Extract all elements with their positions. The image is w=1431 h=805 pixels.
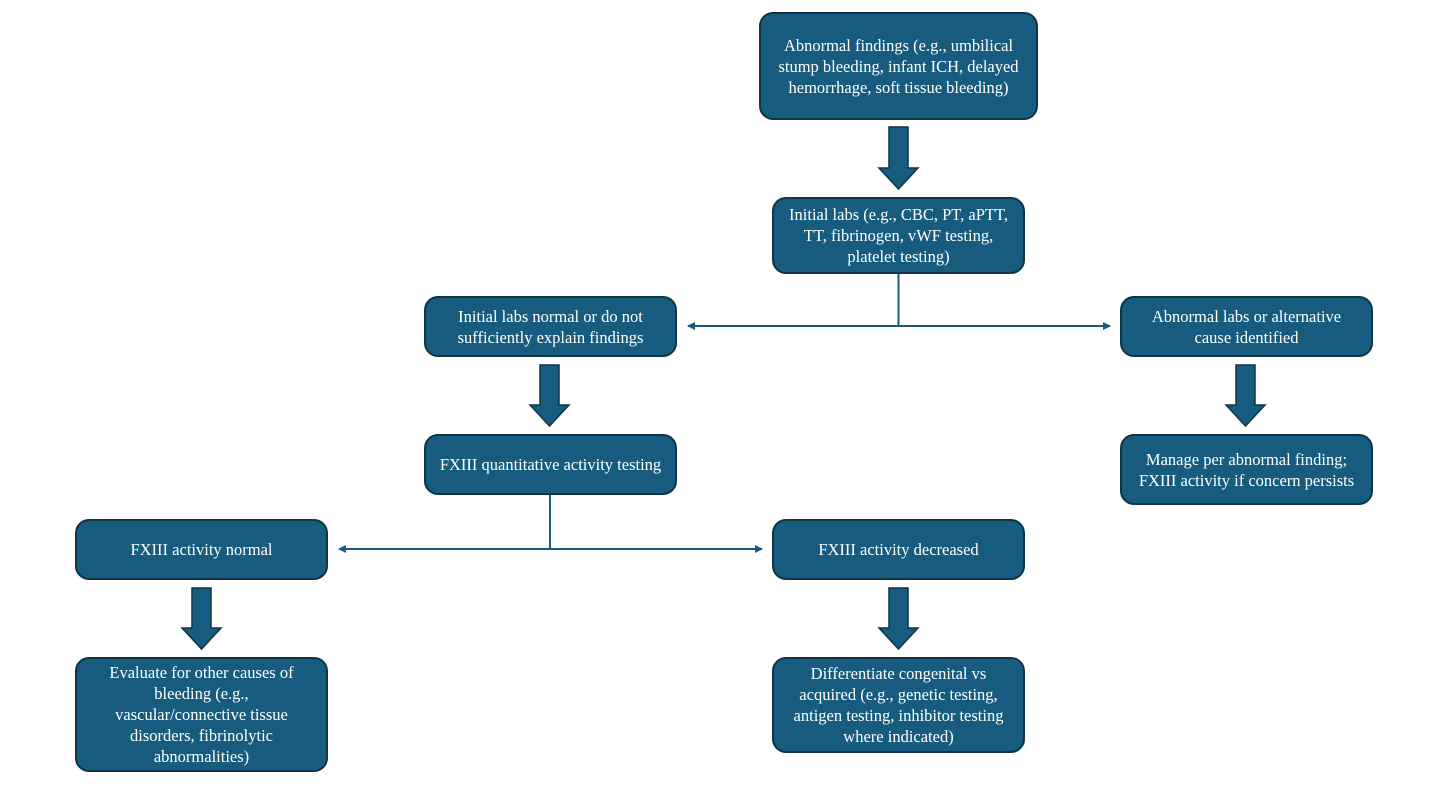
node-fxiii-normal-label: FXIII activity normal [130,540,273,559]
node-differentiate-label: Differentiate congenital vs acquired (e.… [793,664,1004,746]
node-manage-abnormal: Manage per abnormal finding; FXIII activ… [1120,434,1373,505]
block-arrow-findings-to-labs [877,126,920,191]
node-manage-abnormal-label: Manage per abnormal finding; FXIII activ… [1138,449,1355,490]
node-differentiate: Differentiate congenital vs acquired (e.… [772,657,1025,753]
node-evaluate-other-label: Evaluate for other causes of bleeding (e… [109,663,294,766]
block-arrow-normal-to-fxiii-testing [528,364,571,428]
node-fxiii-testing-label: FXIII quantitative activity testing [439,455,662,474]
node-abnormal-findings-label: Abnormal findings (e.g., umbilical stump… [778,35,1019,97]
node-initial-labs: Initial labs (e.g., CBC, PT, aPTT, TT, f… [772,197,1025,274]
node-fxiii-decreased: FXIII activity decreased [772,519,1025,580]
node-abnormal-findings: Abnormal findings (e.g., umbilical stump… [759,12,1038,120]
node-initial-labs-label: Initial labs (e.g., CBC, PT, aPTT, TT, f… [789,205,1008,266]
node-labs-abnormal-label: Abnormal labs or alternative cause ident… [1151,306,1342,347]
node-evaluate-other: Evaluate for other causes of bleeding (e… [75,657,328,772]
node-labs-normal: Initial labs normal or do not sufficient… [424,296,677,357]
node-fxiii-testing: FXIII quantitative activity testing [424,434,677,495]
block-arrow-normal-to-evaluate [180,587,223,651]
node-labs-abnormal: Abnormal labs or alternative cause ident… [1120,296,1373,357]
node-labs-normal-label: Initial labs normal or do not sufficient… [457,306,644,347]
block-arrow-decreased-to-differentiate [877,587,920,651]
block-arrow-abnormal-to-manage [1224,364,1267,428]
node-fxiii-decreased-label: FXIII activity decreased [818,540,979,559]
node-fxiii-normal: FXIII activity normal [75,519,328,580]
